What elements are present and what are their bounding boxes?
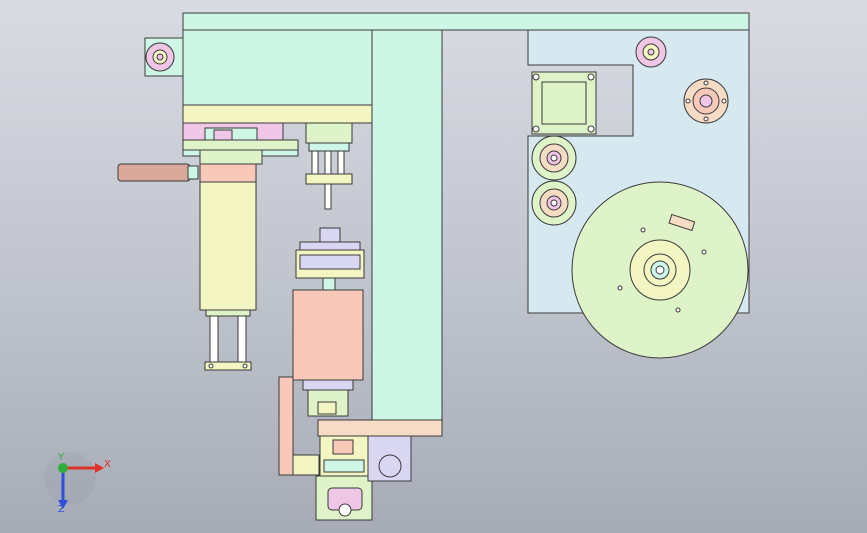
lower-fixture (315, 435, 412, 521)
guide-block (305, 122, 353, 210)
left-vertical-arm (278, 376, 320, 476)
upper-idler-roller (635, 36, 667, 68)
bottom-cross-bar (317, 419, 443, 437)
clamp-assembly (182, 122, 299, 165)
coordinate-triad (44, 452, 104, 509)
left-cylinder (117, 163, 257, 371)
center-drive-stack (292, 227, 365, 417)
vertical-column (371, 29, 443, 421)
triad-z-label: Z (58, 504, 65, 515)
guide-roller-lower (531, 180, 577, 226)
triad-y-label: Y (58, 452, 65, 463)
guide-roller-upper (531, 135, 577, 181)
left-upper-block (182, 29, 373, 106)
material-reel (571, 181, 749, 359)
triad-x-label: X (104, 459, 111, 470)
top-left-roller (144, 37, 184, 77)
motor-mount-square (531, 71, 597, 135)
left-yellow-strip (182, 104, 373, 124)
flange-bearing (683, 78, 729, 124)
top-frame-beam (182, 12, 750, 31)
